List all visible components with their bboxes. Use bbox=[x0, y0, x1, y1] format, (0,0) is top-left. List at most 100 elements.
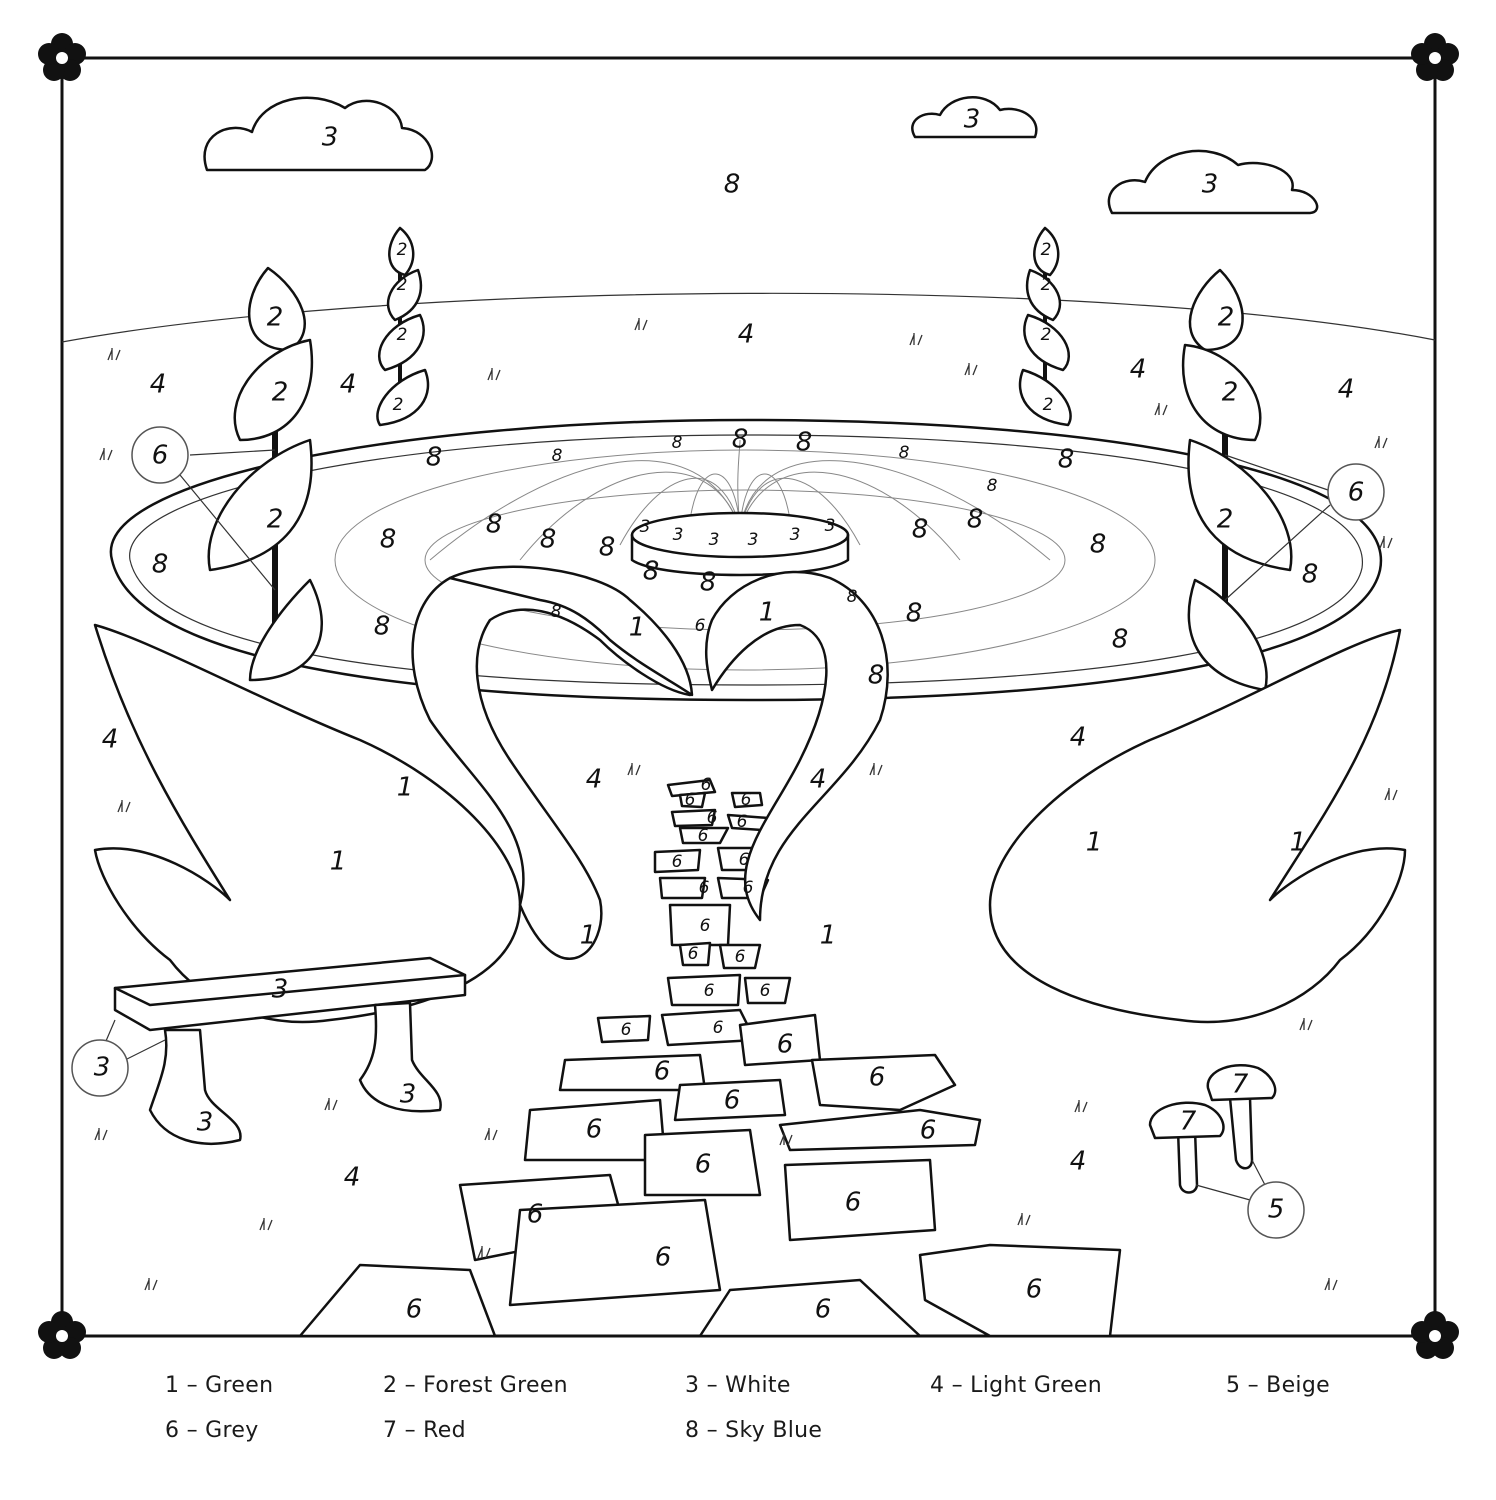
vine-left-outer bbox=[207, 266, 323, 682]
grass-tufts bbox=[94, 318, 1398, 1291]
vine-number: 2 bbox=[1041, 275, 1052, 295]
flower-icon bbox=[38, 33, 86, 81]
vine-number: 2 bbox=[393, 395, 404, 415]
swan-number: 1 bbox=[1086, 828, 1103, 858]
lawn-number: 4 bbox=[340, 370, 357, 400]
legend-item-light-green: 4 – Light Green bbox=[930, 1373, 1103, 1398]
fountain-number: 3 bbox=[640, 517, 651, 537]
swan-left bbox=[93, 565, 694, 1024]
pointer-number: 6 bbox=[1348, 478, 1365, 508]
pond-number: 8 bbox=[643, 557, 660, 587]
stone-number: 6 bbox=[713, 1018, 724, 1038]
stone-number: 6 bbox=[741, 790, 752, 810]
color-key: 1 – Green 2 – Forest Green 3 – White 4 –… bbox=[0, 1365, 1496, 1475]
pond-number: 8 bbox=[1090, 530, 1107, 560]
lawn-number: 4 bbox=[344, 1163, 361, 1193]
swan-number: 1 bbox=[629, 613, 646, 643]
horizon-line bbox=[61, 292, 1436, 343]
pointer-number: 6 bbox=[152, 441, 169, 471]
pointer-6-right bbox=[1224, 454, 1385, 601]
pond bbox=[109, 418, 1383, 702]
pond-number: 8 bbox=[540, 525, 557, 555]
pond-number: 8 bbox=[1112, 625, 1129, 655]
stone-number: 6 bbox=[527, 1200, 544, 1230]
pond-number: 8 bbox=[380, 525, 397, 555]
lawn-number: 4 bbox=[1130, 355, 1147, 385]
lawn-number: 4 bbox=[1070, 1147, 1087, 1177]
pond-number: 8 bbox=[551, 602, 562, 622]
cloud-left bbox=[203, 96, 434, 172]
flower-icon bbox=[38, 1311, 86, 1359]
stone-number: 6 bbox=[1026, 1275, 1043, 1305]
swan-number: 1 bbox=[397, 773, 414, 803]
vine-number: 2 bbox=[397, 325, 408, 345]
bench-number: 3 bbox=[400, 1080, 417, 1110]
stone-path bbox=[298, 778, 1122, 1338]
flower-icon bbox=[1411, 1311, 1459, 1359]
legend-item-red: 7 – Red bbox=[383, 1418, 466, 1443]
swan-number: 1 bbox=[1290, 828, 1307, 858]
fountain-number: 3 bbox=[790, 525, 801, 545]
swan-number: 1 bbox=[820, 921, 837, 951]
bench-number: 3 bbox=[272, 975, 289, 1005]
stone-number: 6 bbox=[737, 812, 748, 832]
stone-number: 6 bbox=[699, 878, 710, 898]
pond-number: 8 bbox=[899, 443, 910, 463]
lawn-number: 4 bbox=[738, 320, 755, 350]
cloud-top-right bbox=[911, 96, 1038, 139]
pond-number: 8 bbox=[552, 446, 563, 466]
bench-number: 3 bbox=[94, 1053, 111, 1083]
pond-number: 8 bbox=[847, 587, 858, 607]
pond-number: 8 bbox=[1302, 560, 1319, 590]
stone-number: 6 bbox=[700, 916, 711, 936]
stone-number: 6 bbox=[688, 944, 699, 964]
swan-number: 1 bbox=[759, 598, 776, 628]
vine-number: 2 bbox=[397, 240, 408, 260]
lawn-number: 4 bbox=[1070, 723, 1087, 753]
pond-number: 8 bbox=[732, 425, 749, 455]
lawn-number: 4 bbox=[102, 725, 119, 755]
pointer-5-mushroom bbox=[1247, 1181, 1305, 1239]
sky-number: 8 bbox=[724, 170, 741, 200]
pond-number: 8 bbox=[672, 433, 683, 453]
vine-number: 2 bbox=[397, 275, 408, 295]
pond-number: 8 bbox=[906, 599, 923, 629]
stone-number: 6 bbox=[815, 1295, 832, 1325]
vine-number: 2 bbox=[267, 505, 284, 535]
legend-item-beige: 5 – Beige bbox=[1226, 1373, 1330, 1398]
stone-number: 6 bbox=[672, 852, 683, 872]
stone-number: 6 bbox=[586, 1115, 603, 1145]
vine-number: 2 bbox=[1218, 303, 1235, 333]
stone-number: 6 bbox=[777, 1030, 794, 1060]
legend-item-forest-green: 2 – Forest Green bbox=[383, 1373, 568, 1398]
cloud-right bbox=[1107, 149, 1319, 215]
pond-number: 8 bbox=[868, 661, 885, 691]
pond-number: 8 bbox=[700, 568, 717, 598]
pond-number: 8 bbox=[967, 505, 984, 535]
cloud-number: 3 bbox=[1202, 170, 1219, 200]
vine-number: 2 bbox=[272, 378, 289, 408]
mushroom-cap-number: 7 bbox=[1180, 1107, 1197, 1137]
pond-number: 8 bbox=[796, 428, 813, 458]
fountain-number: 3 bbox=[709, 530, 720, 550]
pond-number: 8 bbox=[987, 476, 998, 496]
fountain-number: 3 bbox=[748, 530, 759, 550]
mushroom-stem-number: 5 bbox=[1268, 1195, 1285, 1225]
lawn-number: 4 bbox=[150, 370, 167, 400]
vine-number: 2 bbox=[1222, 378, 1239, 408]
fountain-number: 3 bbox=[825, 516, 836, 536]
lawn-number: 4 bbox=[586, 765, 603, 795]
mushroom-cap-number: 7 bbox=[1232, 1070, 1249, 1100]
legend-item-sky-blue: 8 – Sky Blue bbox=[685, 1418, 823, 1443]
stone-number: 6 bbox=[701, 775, 712, 795]
stone-number: 6 bbox=[724, 1086, 741, 1116]
mushrooms bbox=[1148, 1063, 1305, 1239]
vine-right-outer bbox=[1181, 268, 1293, 692]
legend-item-green: 1 – Green bbox=[165, 1373, 274, 1398]
vine-number: 2 bbox=[1217, 505, 1234, 535]
pond-number: 8 bbox=[486, 510, 503, 540]
stone-number: 6 bbox=[695, 1150, 712, 1180]
stone-number: 6 bbox=[621, 1020, 632, 1040]
stone-number: 6 bbox=[760, 981, 771, 1001]
vine-number: 2 bbox=[1043, 395, 1054, 415]
